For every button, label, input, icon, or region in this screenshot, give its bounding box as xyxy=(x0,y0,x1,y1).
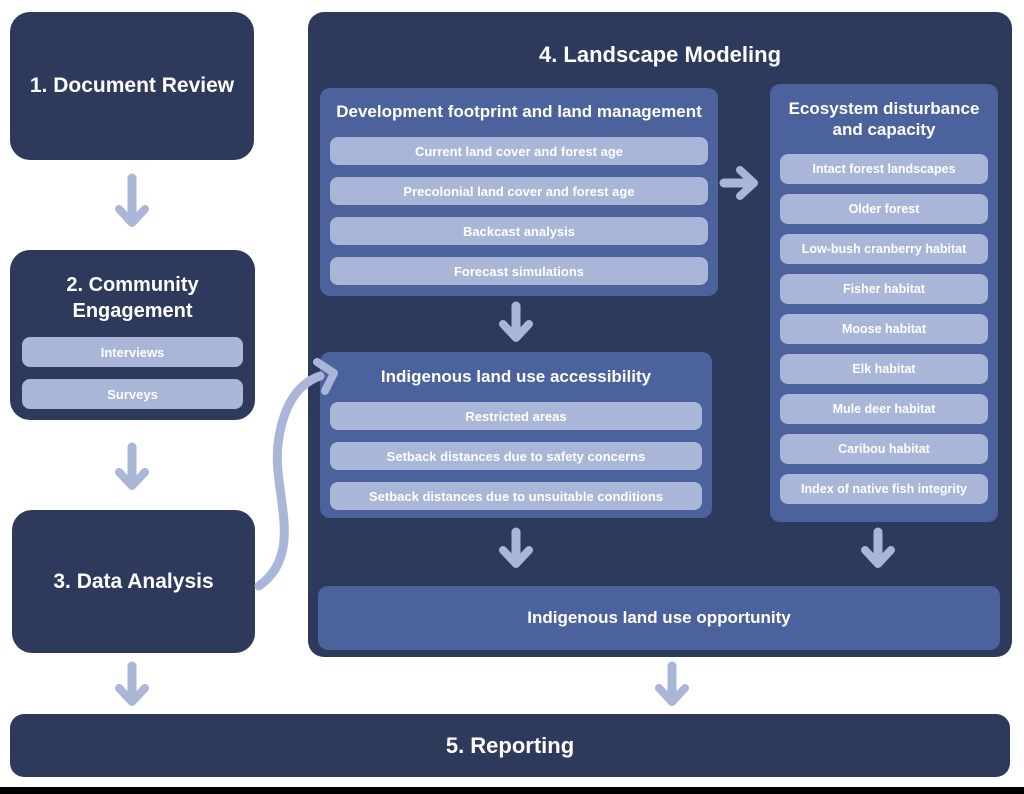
step-4-landscape-modeling: 4. Landscape Modeling Development footpr… xyxy=(308,12,1012,657)
panel-development-footprint: Development footprint and land managemen… xyxy=(320,88,718,296)
pill-native-fish-integrity: Index of native fish integrity xyxy=(780,473,988,504)
pill-forecast-simulations: Forecast simulations xyxy=(330,257,708,286)
bar-land-use-opportunity: Indigenous land use opportunity xyxy=(318,586,1000,650)
bottom-border-line xyxy=(0,787,1024,794)
panel-ecosystem-title: Ecosystem disturbance and capacity xyxy=(788,99,980,140)
pill-elk-habitat: Elk habitat xyxy=(780,353,988,384)
pill-moose-habitat: Moose habitat xyxy=(780,313,988,344)
pill-mule-deer-habitat: Mule deer habitat xyxy=(780,393,988,424)
pill-older-forest: Older forest xyxy=(780,193,988,224)
panel-development-title: Development footprint and land managemen… xyxy=(336,102,702,121)
pill-backcast-analysis: Backcast analysis xyxy=(330,217,708,246)
pill-setback-safety: Setback distances due to safety concerns xyxy=(330,442,702,471)
arrow-landscape-to-reporting xyxy=(655,661,689,706)
panel-accessibility-title: Indigenous land use accessibility xyxy=(380,367,652,386)
pill-interviews: Interviews xyxy=(22,337,243,367)
pill-precolonial-land-cover: Precolonial land cover and forest age xyxy=(330,177,708,206)
pill-surveys: Surveys xyxy=(22,379,243,409)
step-2-community-engagement: 2. Community Engagement Interviews Surve… xyxy=(10,250,255,420)
panel-land-use-accessibility: Indigenous land use accessibility Restri… xyxy=(320,352,712,518)
arrow-data-to-reporting xyxy=(115,661,149,706)
arrow-document-to-community xyxy=(115,173,149,227)
pill-fisher-habitat: Fisher habitat xyxy=(780,273,988,304)
step-2-label: 2. Community Engagement xyxy=(66,274,199,322)
step-3-data-analysis: 3. Data Analysis xyxy=(12,510,255,653)
step-3-label: 3. Data Analysis xyxy=(53,569,214,593)
pill-low-bush-cranberry-habitat: Low-bush cranberry habitat xyxy=(780,233,988,264)
pill-restricted-areas: Restricted areas xyxy=(330,402,702,431)
arrow-community-to-data xyxy=(115,442,149,490)
pill-setback-unsuitable: Setback distances due to unsuitable cond… xyxy=(330,482,702,511)
step-4-label: 4. Landscape Modeling xyxy=(538,42,782,67)
step-5-reporting: 5. Reporting xyxy=(10,714,1010,777)
step-1-label: 1. Document Review xyxy=(29,74,235,97)
pill-intact-forest-landscapes: Intact forest landscapes xyxy=(780,153,988,184)
step-1-document-review: 1. Document Review xyxy=(10,12,254,160)
pill-caribou-habitat: Caribou habitat xyxy=(780,433,988,464)
pill-current-land-cover: Current land cover and forest age xyxy=(330,137,708,166)
panel-ecosystem-disturbance: Ecosystem disturbance and capacity Intac… xyxy=(770,84,998,522)
